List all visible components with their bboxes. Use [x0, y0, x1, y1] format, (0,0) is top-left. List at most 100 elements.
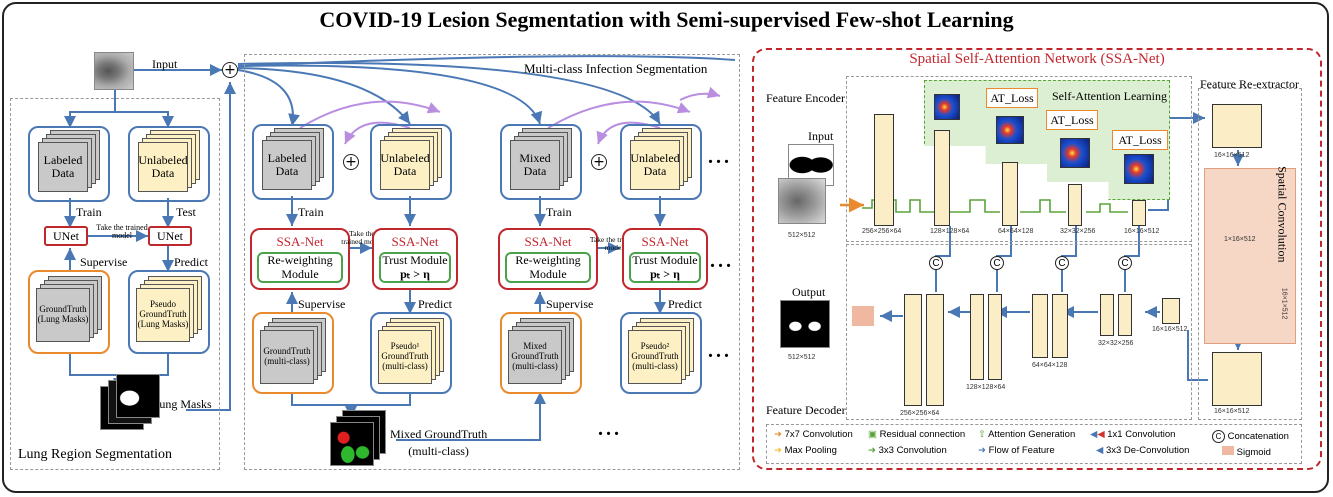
trust-cond-d: pₜ > η	[650, 266, 680, 281]
ellipsis-bottom-right: ...	[708, 340, 732, 362]
ssa-net-reweight-a: SSA-Net Re-weighting Module	[250, 228, 350, 290]
mixed-gt-caption-line2: (multi-class)	[408, 443, 469, 458]
dim-e2: 128×128×64	[930, 228, 970, 235]
mc-gt-label: GroundTruth (multi-class)	[260, 330, 314, 384]
mc-gt-stack: GroundTruth (multi-class)	[258, 318, 328, 388]
dim-r-top: 16×16×512	[1214, 152, 1250, 159]
encoder-fm-4	[1068, 184, 1082, 226]
figure-title: COVID-19 Lesion Segmentation with Semi-s…	[319, 7, 1014, 32]
dim-e4: 32×32×256	[1060, 228, 1096, 235]
ssa-net-title-c: SSA-Net	[524, 234, 572, 249]
supervise-label: Supervise	[80, 255, 128, 269]
mc-unlabeled2-stack: Unlabeled Data	[628, 128, 694, 194]
pseudo-gt-label: Pseudo GroundTruth (Lung Masks)	[136, 288, 190, 342]
mc-mixed-frame	[500, 124, 582, 200]
mc-supervise-label-2: Supervise	[546, 297, 594, 311]
concat-node-1: C	[929, 256, 943, 270]
concat-node-2: C	[990, 256, 1004, 270]
ellipsis-mid: ...	[710, 250, 734, 272]
ssa-net-title-d: SSA-Net	[641, 234, 689, 249]
predict-label: Predict	[174, 255, 208, 269]
legend-item-1: ➜ Max Pooling	[774, 445, 837, 456]
dim-d1: 256×256×64	[900, 410, 940, 417]
labeled-data-stack: Labeled Data	[36, 130, 102, 196]
encoder-fm-1	[874, 114, 894, 226]
plus-node-main: +	[222, 62, 238, 78]
self-attention-label: Self-Attention Learning	[1052, 89, 1167, 103]
legend-item-4: ⇧ Attention Generation	[978, 429, 1076, 440]
mc-pseudo2-stack: Pseudo² GroundTruth (multi-class)	[626, 318, 696, 388]
pseudo-gt-stack: Pseudo GroundTruth (Lung Masks)	[134, 276, 204, 346]
concat-node-4: C	[1118, 256, 1132, 270]
mc-train-label-2: Train	[546, 205, 572, 219]
dim-d4: 32×32×256	[1098, 340, 1134, 347]
mc-unlabeled2-label: Unlabeled Data	[630, 140, 680, 190]
dim-input: 512×512	[788, 232, 816, 239]
reweighting-module-c: Re-weighting Module	[505, 252, 591, 283]
mc-predict-label-1: Predict	[418, 297, 452, 311]
dim-r-side: 16×1×512	[1280, 287, 1288, 320]
legend-item-7: ◀ 3x3 De-Convolution	[1096, 445, 1190, 456]
ssa-net-trust-d: SSA-Net Trust Module pₜ > η	[622, 228, 708, 290]
plus-node-a: +	[343, 154, 359, 170]
sigmoid-block	[852, 306, 874, 326]
multi-section-heading: Multi-class Infection Segmentation	[524, 61, 708, 76]
legend-item-3: ➜ 3x3 Convolution	[868, 445, 947, 456]
ssa-net-reweight-c: SSA-Net Re-weighting Module	[498, 228, 598, 290]
concat-node-3: C	[1055, 256, 1069, 270]
take-model-label: Take the trained model	[96, 223, 148, 241]
trust-module-b-label: Trust Module	[382, 253, 448, 268]
mc-labeled-label: Labeled Data	[262, 140, 312, 190]
attention-map-3	[1060, 138, 1090, 168]
mc-gt-frame	[252, 312, 334, 394]
multi-class-section	[244, 54, 740, 470]
mc-pseudo2-frame	[620, 312, 702, 394]
spatial-conv-panel	[1204, 168, 1296, 344]
dim-d0: 16×16×512	[1152, 326, 1188, 333]
ssa-output-mask	[780, 300, 830, 348]
mc-mixedgt-frame	[500, 312, 582, 394]
mc-unlabeled1-frame	[370, 124, 452, 200]
lung-mask-image-3	[116, 374, 160, 418]
groundtruth-stack: GroundTruth (Lung Masks)	[34, 276, 104, 346]
feature-encoder-label: Feature Encoder	[766, 91, 845, 105]
dim-out: 512×512	[788, 354, 816, 361]
mc-pseudo1-stack: Pseudo¹ GroundTruth (multi-class)	[376, 318, 446, 388]
dim-e3: 64×64×128	[998, 228, 1034, 235]
plus-node-b: +	[591, 154, 607, 170]
decoder-fm-4a	[1100, 294, 1114, 336]
decoder-region	[846, 244, 1192, 420]
encoder-fm-5	[1132, 200, 1146, 226]
lung-section-heading: Lung Region Segmentation	[18, 447, 172, 462]
decoder-fm-3b	[1052, 294, 1068, 358]
dim-d2: 128×128×64	[966, 384, 1006, 391]
legend-box	[766, 424, 1302, 464]
mc-pseudo1-frame	[370, 312, 452, 394]
mc-unlabeled2-frame	[620, 124, 702, 200]
feature-decoder-label: Feature Decoder	[766, 403, 846, 417]
mc-mixedgt-stack: Mixed GroundTruth (multi-class)	[506, 318, 576, 388]
mc-labeled-frame	[252, 124, 334, 200]
groundtruth-label: GroundTruth (Lung Masks)	[36, 288, 90, 342]
legend-item-9: Sigmoid	[1222, 446, 1271, 458]
decoder-fm-1b	[926, 294, 944, 406]
dim-e5: 16×16×512	[1124, 228, 1160, 235]
legend-item-2: ▣ Residual connection	[868, 429, 966, 440]
dim-e1: 256×256×64	[862, 228, 902, 235]
trust-cond-b: pₜ > η	[400, 266, 430, 281]
labeled-data-frame	[28, 126, 110, 202]
mc-train-label-1: Train	[298, 205, 324, 219]
ellipsis-top: ...	[708, 146, 732, 168]
ssa-net-title-a: SSA-Net	[276, 234, 324, 249]
dim-r-mid: 1×16×512	[1224, 236, 1256, 243]
mc-pseudo2-label: Pseudo² GroundTruth (multi-class)	[628, 330, 682, 384]
ssa-net-trust-b: SSA-Net Trust Module pₜ > η	[372, 228, 458, 290]
mc-labeled-stack: Labeled Data	[260, 128, 326, 194]
mc-predict-label-2: Predict	[668, 297, 702, 311]
mc-pseudo1-label: Pseudo¹ GroundTruth (multi-class)	[378, 330, 432, 384]
legend-item-5: ➜ Flow of Feature	[978, 445, 1055, 456]
legend-item-8: C Concatenation	[1212, 430, 1289, 443]
mixed-gt-image	[330, 422, 374, 466]
trust-module-d: Trust Module pₜ > η	[629, 252, 701, 283]
